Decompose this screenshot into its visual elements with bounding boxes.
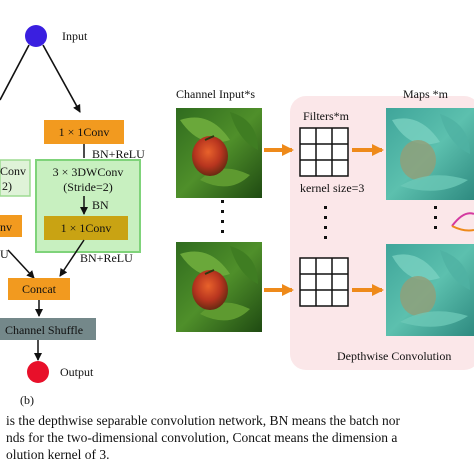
feature-map-top [386,108,474,200]
figure-caption: is the depthwise separable convolution n… [0,412,474,474]
input-image-bottom [176,242,262,332]
filter-ellipsis-dots [324,206,327,239]
conv-to-concat-arrow [59,239,85,277]
concat-box [8,278,70,300]
caption-line-2: nds for the two-dimensional convolution,… [6,430,398,445]
panel-label-b: (b) [20,393,34,407]
diagram-canvas: Input 1 × 1Conv BN+ReLU Conv 2) nv U 3 ×… [0,25,474,407]
branch-right-arrow [42,44,81,113]
conv1x1-bottom-label: 1 × 1Conv [61,221,112,235]
depthwise-illustration: Channel Input*s Filters*m Maps *m [176,87,474,370]
feature-map-bottom [386,244,474,336]
left-stride-partial: 2) [2,179,12,193]
left-conv-box [0,215,22,237]
caption-line-3: olution kernel of 3. [6,447,110,462]
output-label: Output [60,365,94,379]
caption-line-1: is the depthwise separable convolution n… [6,413,401,428]
conv1x1-bottom-box [44,216,128,240]
input-image-top [176,108,262,198]
input-node [25,25,47,47]
bn-label: BN [92,198,109,212]
conv1x1-top-box [44,120,124,144]
maps-label: Maps *m [403,87,449,101]
filter-grid-bottom [299,257,349,307]
channel-shuffle-label: Channel Shuffle [5,323,83,337]
depthwise-conv-label: Depthwise Convolution [337,349,451,363]
merge-curves [451,212,474,232]
kernel-size-label: kernel size=3 [300,181,364,195]
filters-label: Filters*m [303,109,350,123]
input-label: Input [62,29,88,43]
channel-input-label: Channel Input*s [176,87,255,101]
flowchart: Input 1 × 1Conv BN+ReLU Conv 2) nv U 3 ×… [0,25,145,407]
dwconv-line1: 3 × 3DWConv [53,165,124,179]
left-lu-partial: U [0,247,9,261]
left-conv-partial: Conv [0,164,26,178]
channel-shuffle-box [0,318,96,340]
input-ellipsis-dots [221,200,224,233]
conv1x1-top-label: 1 × 1Conv [59,125,110,139]
filter-grid-top [299,127,349,177]
output-node [27,361,49,383]
left-conv2-partial: nv [0,220,12,234]
branch-left-line [0,44,30,101]
left-dwconv-box [0,159,31,197]
dwconv-line2: (Stride=2) [63,180,112,194]
concat-label: Concat [22,282,57,296]
map-ellipsis-dots [434,206,437,229]
bn-relu-1-label: BN+ReLU [92,147,145,161]
left-to-concat-arrow [7,249,35,279]
bn-relu-2-label: BN+ReLU [80,251,133,265]
